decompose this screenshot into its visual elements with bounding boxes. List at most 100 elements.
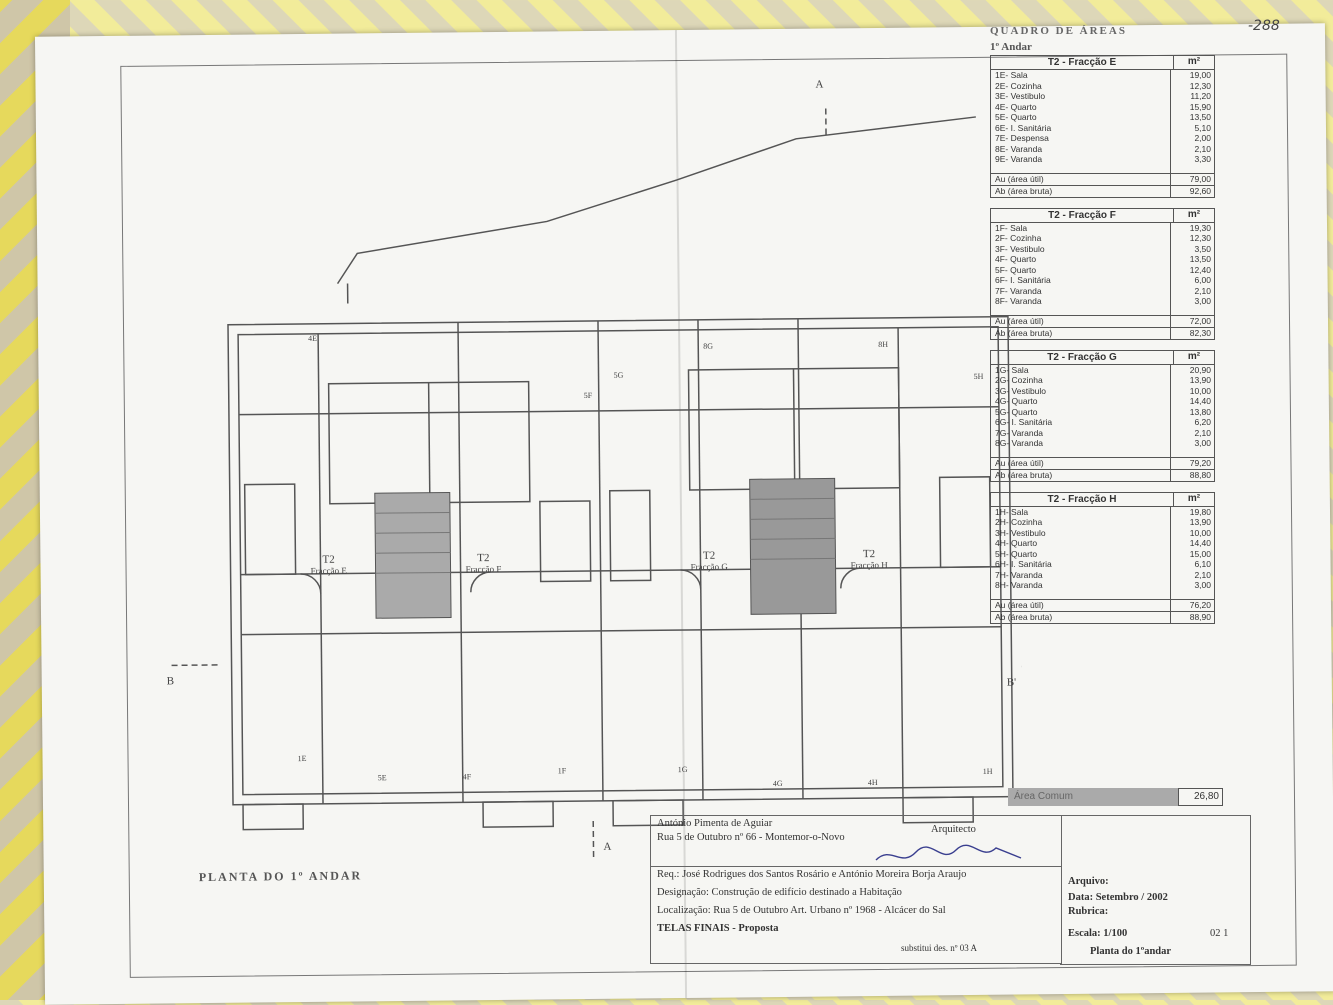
area-total-row: Ab (área bruta)88,90 <box>991 611 1214 623</box>
areas-floor: 1º Andar <box>990 41 1215 53</box>
area-table-unit: m² <box>1173 209 1214 222</box>
page-marker: -288 <box>1248 18 1280 34</box>
room-tag: 5F <box>584 391 593 400</box>
architect-name: António Pimenta de Aguiar <box>657 818 772 829</box>
area-total-row: Au (área útil)79,20 <box>991 457 1214 469</box>
status: TELAS FINAIS - Proposta <box>657 923 778 934</box>
floor-plan-drawing <box>155 77 1023 866</box>
common-area-label: Área Comum <box>1008 788 1178 806</box>
stairwell-left <box>375 492 451 618</box>
total-value: 82,30 <box>1170 328 1214 339</box>
room-area: 6,00 <box>1170 275 1214 286</box>
area-table-title: T2 - Fracção E <box>991 56 1173 69</box>
room-name: 2G- Cozinha <box>991 375 1170 386</box>
room-name: 4E- Quarto <box>991 102 1170 113</box>
total-value: 88,90 <box>1170 612 1214 623</box>
room-tag: 8G <box>703 342 713 351</box>
room-area: 3,50 <box>1170 244 1214 255</box>
room-tag: 5H <box>974 372 984 381</box>
room-area: 13,50 <box>1170 112 1214 123</box>
common-area-row: Área Comum 26,80 <box>1008 788 1223 806</box>
area-total-row: Au (área útil)76,20 <box>991 599 1214 611</box>
room-name: 8G- Varanda <box>991 438 1170 449</box>
room-name: 3E- Vestibulo <box>991 91 1170 102</box>
room-name: 1G- Sala <box>991 365 1170 376</box>
sheet-title: Planta do 1ºandar <box>1090 946 1171 957</box>
areas-title: QUADRO DE ÁREAS <box>990 25 1215 37</box>
total-name: Ab (área bruta) <box>991 612 1170 623</box>
total-value: 79,00 <box>1170 174 1214 185</box>
room-area: 10,00 <box>1170 528 1214 539</box>
section-marker-a-top: A <box>815 79 823 91</box>
area-table-title: T2 - Fracção H <box>991 493 1173 506</box>
room-area: 2,00 <box>1170 133 1214 144</box>
room-tag: 4E <box>308 334 317 343</box>
room-area: 3,30 <box>1170 154 1214 165</box>
total-name: Au (área útil) <box>991 174 1170 185</box>
room-name: 4F- Quarto <box>991 254 1170 265</box>
room-name: 8H- Varanda <box>991 580 1170 591</box>
room-name: 3F- Vestibulo <box>991 244 1170 255</box>
room-area: 11,20 <box>1170 91 1214 102</box>
room-name: 6H- I. Sanitária <box>991 559 1170 570</box>
total-name: Au (área útil) <box>991 458 1170 469</box>
room-area: 12,40 <box>1170 265 1214 276</box>
room-area: 12,30 <box>1170 81 1214 92</box>
room-tag: 5G <box>613 371 623 380</box>
total-value: 79,20 <box>1170 458 1214 469</box>
room-area: 14,40 <box>1170 538 1214 549</box>
area-spacer <box>991 307 1214 315</box>
section-marker-b-right: B' <box>1007 677 1016 689</box>
room-tag: 1G <box>678 765 688 774</box>
room-name: 6F- I. Sanitária <box>991 275 1170 286</box>
room-tag: 1H <box>983 767 993 776</box>
room-tag: 4F <box>463 772 472 781</box>
room-tag: 8H <box>878 340 888 349</box>
room-name: 1H- Sala <box>991 507 1170 518</box>
area-table-unit: m² <box>1173 351 1214 364</box>
rubrica: Rubrica: <box>1068 906 1108 917</box>
plan-title: PLANTA DO 1º ANDAR <box>199 868 363 885</box>
room-area: 2,10 <box>1170 286 1214 297</box>
area-table-unit: m² <box>1173 493 1214 506</box>
section-marker-b-left: B <box>167 675 174 687</box>
designacao: Designação: Construção de edifício desti… <box>657 887 902 898</box>
room-name: 5E- Quarto <box>991 112 1170 123</box>
total-name: Ab (área bruta) <box>991 470 1170 481</box>
section-marker-a-bottom: A <box>603 841 611 853</box>
escala: Escala: 1/100 <box>1068 928 1127 939</box>
room-name: 7F- Varanda <box>991 286 1170 297</box>
room-name: 7E- Despensa <box>991 133 1170 144</box>
room-area: 13,90 <box>1170 375 1214 386</box>
room-name: 4G- Quarto <box>991 396 1170 407</box>
room-name: 6G- I. Sanitária <box>991 417 1170 428</box>
room-name: 6E- I. Sanitária <box>991 123 1170 134</box>
area-total-row: Au (área útil)79,00 <box>991 173 1214 185</box>
room-area: 19,30 <box>1170 223 1214 234</box>
room-area: 13,50 <box>1170 254 1214 265</box>
room-area: 20,90 <box>1170 365 1214 376</box>
architect-address: Rua 5 de Outubro nº 66 - Montemor-o-Novo <box>657 832 845 843</box>
total-name: Au (área útil) <box>991 600 1170 611</box>
area-total-row: Au (área útil)72,00 <box>991 315 1214 327</box>
